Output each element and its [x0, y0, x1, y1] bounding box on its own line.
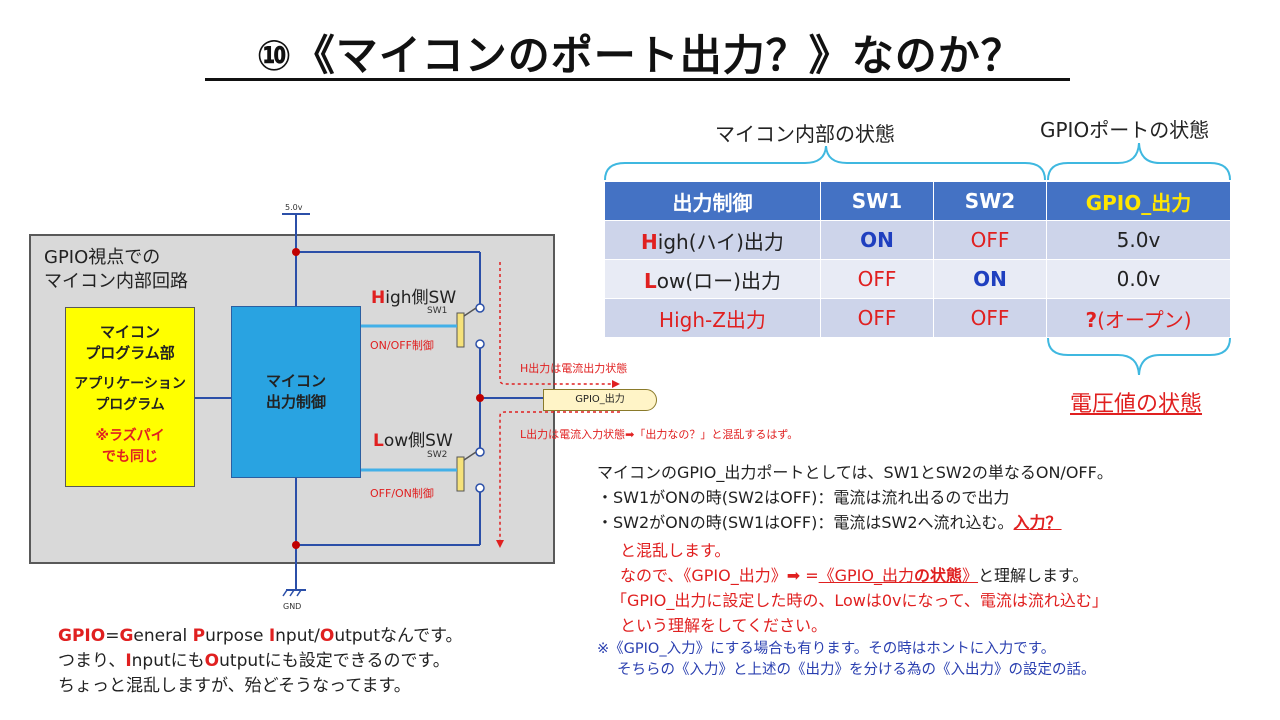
low-side-sw-label: Low側SW [373, 431, 453, 451]
header-gpio-output: GPIO_出力 [1046, 181, 1231, 221]
junction-bottom [292, 541, 300, 549]
gnd-hatch-3 [296, 589, 302, 597]
l-output-hint: L出力は電流入力状態➡「出力なの？」と混乱するはず。 [520, 428, 799, 441]
h-current-arrowhead [612, 380, 620, 388]
title-underline [205, 78, 1070, 81]
output-control-box: マイコン 出力制御 [231, 306, 361, 478]
header-control: 出力制御 [604, 181, 821, 221]
header-sw2: SW2 [933, 181, 1047, 221]
junction-out [476, 394, 484, 402]
high-side-sw-label: High側SW [371, 288, 457, 308]
confusion-text: と混乱します。 [620, 541, 731, 560]
junction-top [292, 248, 300, 256]
explanation-line-3: ・SW2がONの時(SW1はOFF)：電流はSW2へ流れ込む。入力？ [597, 513, 1062, 532]
row-high-sw2: OFF [933, 220, 1047, 260]
gpio-state-brace [1047, 142, 1231, 181]
understand-request-line: という理解をしてください。 [620, 616, 828, 635]
explanation-line-1: マイコンのGPIO_出力ポートとしては、SW1とSW2の単なるON/OFF。 [597, 463, 1113, 482]
sw2-label: SW2 [427, 450, 448, 460]
low-zero-volt-line: 「GPIO_出力に設定した時の、Lowは0vになって、電流は流れ込む」 [611, 591, 1108, 610]
sw1-actuator [456, 312, 465, 348]
table-header-row: 出力制御 SW1 SW2 GPIO_出力 [604, 181, 1231, 221]
table-row: High(ハイ)出力 ON OFF 5.0v [604, 220, 1231, 260]
gpio-output-terminal: GPIO_出力 [543, 389, 657, 411]
row-highz-sw2: OFF [933, 298, 1047, 338]
sw1-top-contact [475, 303, 485, 313]
sw1-control-note: ON/OFF制御 [370, 339, 434, 352]
row-low-sw1: OFF [820, 259, 934, 299]
mcu-state-brace [604, 145, 1046, 181]
gnd-label: GND [283, 602, 302, 611]
l-current-arrowhead [496, 540, 504, 548]
sw2-control-note: OFF/ON制御 [370, 487, 434, 500]
sw2-top-contact [475, 447, 485, 457]
row-highz-mode: High-Z出力 [604, 298, 821, 338]
h-current-arrow [499, 262, 612, 385]
sw1-bottom-contact [475, 339, 485, 349]
sw2-actuator [456, 456, 465, 492]
header-sw1: SW1 [820, 181, 934, 221]
row-low-sw2: ON [933, 259, 1047, 299]
sw1-label: SW1 [427, 306, 448, 316]
sw2-pivot [463, 451, 477, 461]
program-box: マイコン プログラム部 アプリケーション プログラム ※ラズパイ でも同じ [65, 307, 195, 487]
table-row: High-Z出力 OFF OFF ?(オープン) [604, 298, 1231, 338]
row-low-out: 0.0v [1046, 259, 1231, 299]
explanation-line-2: ・SW1がONの時(SW2はOFF)：電流は流れ出るので出力 [597, 488, 1010, 507]
h-output-hint: H出力は電流出力状態 [520, 362, 628, 375]
row-highz-out: ?(オープン) [1046, 298, 1231, 338]
mcu-state-label: マイコン内部の状態 [715, 122, 895, 146]
understanding-line: なので、《GPIO_出力》➡ =《GPIO_出力の状態》と理解します。 [620, 566, 1089, 585]
l-current-arrow [499, 411, 620, 540]
output-state-table: 出力制御 SW1 SW2 GPIO_出力 High(ハイ)出力 ON OFF 5… [604, 181, 1231, 338]
gnd-hatch-2 [289, 589, 295, 597]
sw1-pivot [463, 307, 477, 317]
gpio-state-label: GPIOポートの状態 [1040, 118, 1210, 142]
gpio-view-label: GPIO視点でのマイコン内部回路 [44, 247, 188, 292]
sw2-bottom-contact [475, 483, 485, 493]
voltage-state-brace [1047, 337, 1231, 376]
vcc-label: 5.0v [285, 203, 303, 212]
gpio-input-note: ※《GPIO_入力》にする場合も有ります。その時はホントに入力です。 そちらの《… [597, 641, 1096, 678]
row-highz-sw1: OFF [820, 298, 934, 338]
gnd-hatch-1 [282, 589, 288, 597]
row-high-out: 5.0v [1046, 220, 1231, 260]
voltage-state-label: 電圧値の状態 [1070, 392, 1203, 417]
gpio-definition: GPIO=General Purpose Input/Outputなんです。 つ… [58, 626, 463, 696]
page-title: ⑩《マイコンのポート出力？》なのか？ [256, 31, 1024, 80]
table-row: Low(ロー)出力 OFF ON 0.0v [604, 259, 1231, 299]
